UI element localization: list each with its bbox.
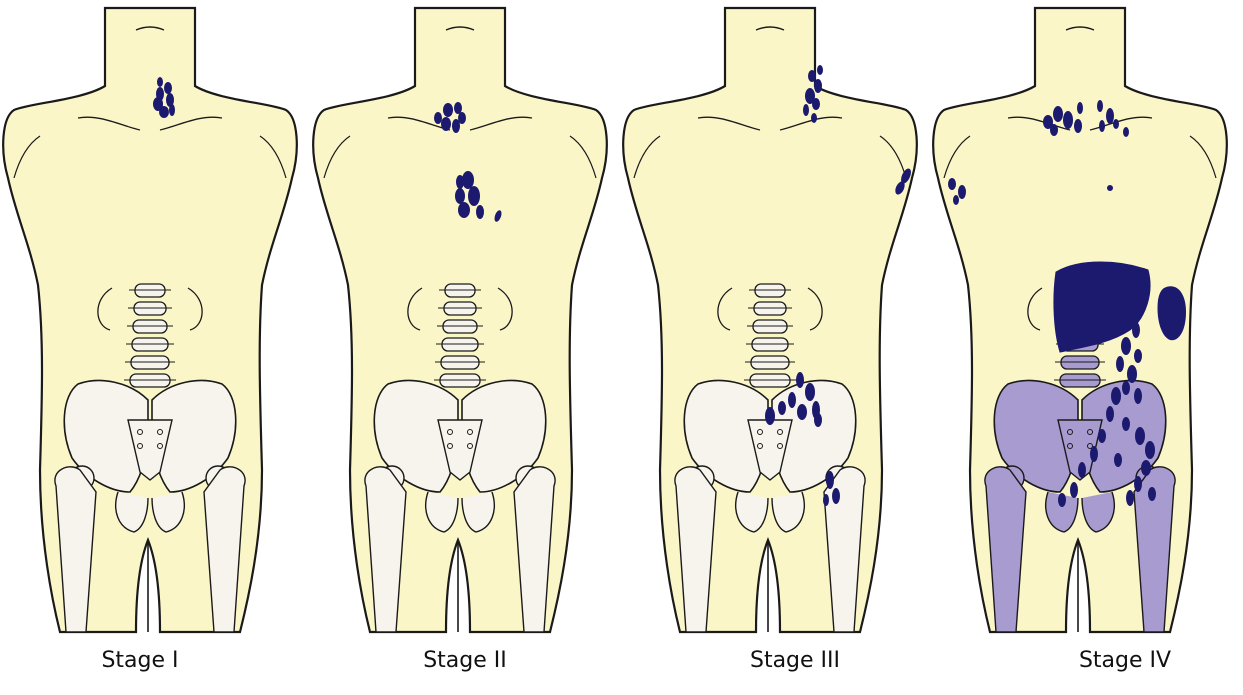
lymph-node	[434, 112, 442, 124]
lymph-node	[1135, 427, 1145, 445]
lymph-node	[817, 65, 823, 75]
stage-3-label: Stage III	[695, 648, 895, 673]
stage-4-figure	[930, 0, 1240, 640]
lymph-node	[1063, 111, 1073, 129]
lymph-node	[1077, 102, 1083, 114]
lymph-node	[814, 413, 822, 427]
lymph-node	[1113, 119, 1119, 129]
stage-3-figure	[620, 0, 930, 640]
lymph-node	[1141, 460, 1151, 476]
lymph-node	[458, 202, 470, 218]
lymph-node	[159, 106, 169, 118]
stage-2-figure	[310, 0, 620, 640]
lymph-node	[814, 79, 822, 93]
lymph-node	[1119, 309, 1129, 327]
lymph-node	[1127, 365, 1137, 383]
lymph-node	[1121, 337, 1131, 355]
lymph-node	[778, 401, 786, 415]
lymph-node	[1058, 493, 1066, 507]
lymph-node	[1122, 381, 1130, 395]
lymph-node	[1107, 185, 1113, 191]
lymph-node	[476, 205, 484, 219]
lymph-node	[157, 77, 163, 87]
lymph-node	[823, 494, 829, 506]
lymph-node	[1134, 476, 1142, 492]
lymph-node	[958, 185, 966, 199]
lymph-node	[1125, 292, 1135, 308]
lymph-node	[443, 103, 453, 117]
lymph-node	[832, 488, 840, 504]
lymph-node	[808, 70, 816, 82]
lymph-node	[1098, 429, 1106, 443]
stage-2-label: Stage II	[365, 648, 565, 673]
lymph-node	[948, 178, 956, 190]
lymph-node	[1070, 482, 1078, 498]
lymph-node	[796, 372, 804, 388]
stage-1-figure	[0, 0, 310, 640]
lymph-node	[803, 104, 809, 116]
lymph-node	[456, 175, 464, 189]
lymph-node	[1134, 388, 1142, 404]
lymph-node	[1099, 120, 1105, 132]
stage-4-label: Stage IV	[1025, 648, 1225, 673]
lymph-node	[953, 195, 959, 205]
lymph-node	[1148, 487, 1156, 501]
lymph-node	[1050, 124, 1058, 136]
lymph-node	[826, 471, 834, 489]
lymph-node	[169, 104, 175, 116]
stage-4-panel	[930, 0, 1240, 695]
lymph-node	[1090, 446, 1098, 462]
stage-3-panel	[620, 0, 930, 695]
lymph-node	[441, 117, 451, 131]
lymph-node	[812, 98, 820, 110]
lymph-node	[1114, 453, 1122, 467]
lymph-node	[1097, 100, 1103, 112]
lymph-node	[454, 102, 462, 114]
lymph-node	[1134, 349, 1142, 363]
lymph-node	[458, 112, 466, 124]
lymph-node	[1116, 356, 1124, 372]
lymph-node	[811, 113, 817, 123]
lymph-node	[164, 82, 172, 94]
lymph-node	[797, 404, 807, 420]
lymph-node	[1106, 406, 1114, 422]
lymph-node	[1126, 490, 1134, 506]
lymph-node	[1122, 417, 1130, 431]
lymph-node	[805, 383, 815, 401]
lymph-node	[1145, 441, 1155, 459]
lymph-node	[765, 407, 775, 425]
lymph-node	[1106, 108, 1114, 124]
lymph-node	[1053, 106, 1063, 122]
stage-2-panel	[310, 0, 620, 695]
lymph-node	[1111, 387, 1121, 405]
stage-1-label: Stage I	[40, 648, 240, 673]
lymph-node	[455, 188, 465, 204]
lymph-node	[1132, 322, 1140, 338]
stage-1-panel	[0, 0, 310, 695]
lymph-node	[788, 392, 796, 408]
lymph-node	[468, 186, 480, 206]
lymph-node	[1123, 127, 1129, 137]
lymph-node	[1078, 462, 1086, 478]
lymph-node	[1074, 119, 1082, 133]
